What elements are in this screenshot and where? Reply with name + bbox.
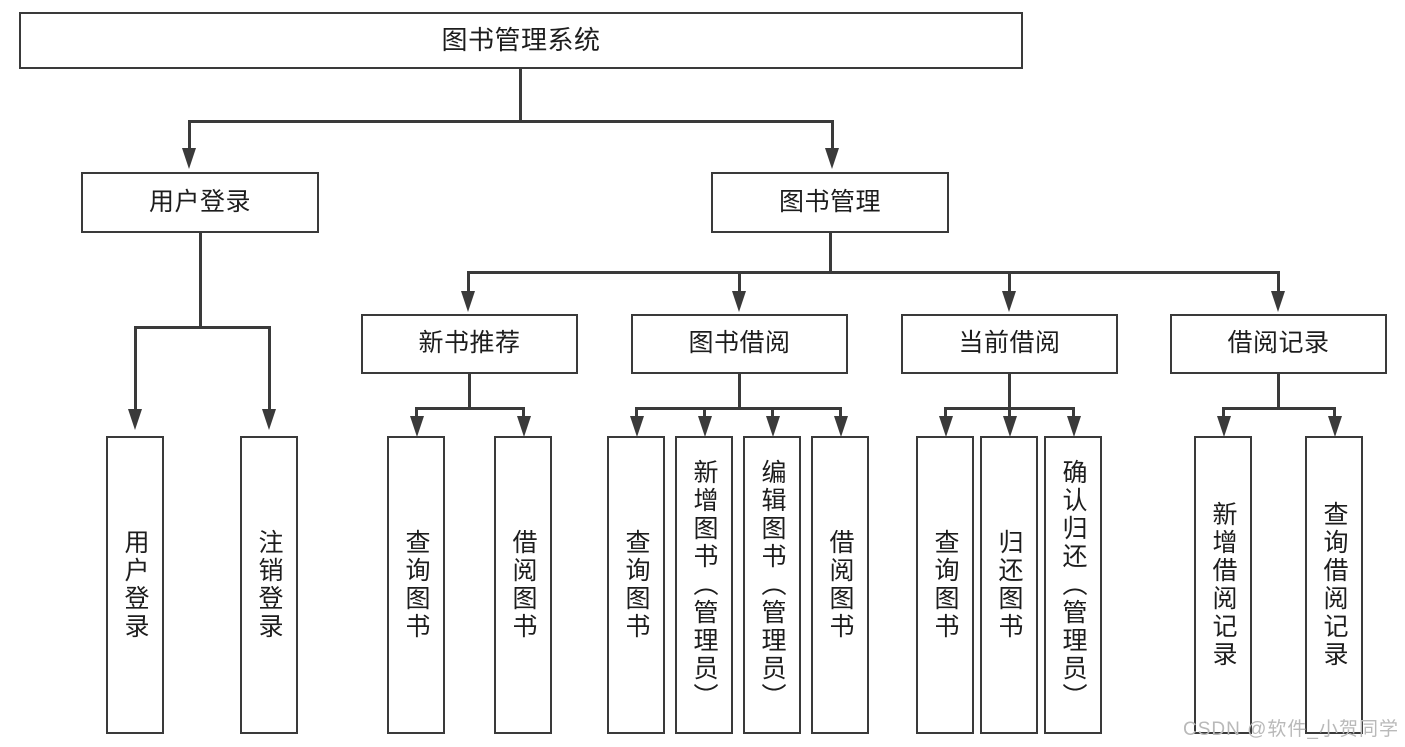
- leaf-records-add-label: 新增借阅记录: [1209, 501, 1237, 669]
- node-user-login[interactable]: 用户登录: [81, 172, 319, 233]
- node-new-book-recommend[interactable]: 新书推荐: [361, 314, 578, 374]
- leaf-borrow-edit-book-label: 编辑图书（管理员）: [758, 459, 786, 711]
- arrowhead-book-borrow-leaf-4: [834, 416, 848, 437]
- connector-book-mgmt-stem: [829, 233, 832, 273]
- leaf-current-return-book-label: 归还图书: [995, 529, 1023, 641]
- arrowhead-book-borrow-leaf-1: [630, 416, 644, 437]
- leaf-current-confirm-return-label: 确认归还（管理员）: [1059, 459, 1087, 711]
- connector-new-book-leg-2: [522, 407, 525, 421]
- arrowhead-book-borrow-leaf-3: [766, 416, 780, 437]
- node-root-label: 图书管理系统: [441, 25, 601, 56]
- connector-current-borrow-leg-1: [944, 407, 947, 421]
- connector-book-mgmt-bus: [467, 271, 1280, 274]
- arrowhead-to-leaf-user-login: [128, 409, 142, 430]
- connector-root-bus: [188, 120, 834, 123]
- leaf-records-add[interactable]: 新增借阅记录: [1194, 436, 1252, 734]
- arrowhead-to-book-borrow: [732, 291, 746, 312]
- node-root[interactable]: 图书管理系统: [19, 12, 1023, 69]
- arrowhead-to-new-book: [461, 291, 475, 312]
- connector-book-mgmt-leg-4: [1277, 271, 1280, 293]
- connector-borrow-records-bus: [1222, 407, 1336, 410]
- connector-user-login-bus: [134, 326, 271, 329]
- leaf-borrow-add-book-label: 新增图书（管理员）: [690, 459, 718, 711]
- connector-new-book-leg-1: [415, 407, 418, 421]
- connector-book-borrow-leg-4: [839, 407, 842, 421]
- connector-book-borrow-bus: [635, 407, 842, 410]
- leaf-current-return-book[interactable]: 归还图书: [980, 436, 1038, 734]
- arrowhead-borrow-records-leaf-2: [1328, 416, 1342, 437]
- leaf-current-query-book-label: 查询图书: [931, 529, 959, 641]
- connector-book-borrow-leg-2: [703, 407, 706, 421]
- connector-book-mgmt-leg-2: [738, 271, 741, 293]
- connector-current-borrow-leg-3: [1072, 407, 1075, 421]
- connector-root-stem: [519, 69, 522, 122]
- arrowhead-to-current-borrow: [1002, 291, 1016, 312]
- leaf-records-query[interactable]: 查询借阅记录: [1305, 436, 1363, 734]
- connector-root-leg-2: [831, 120, 834, 150]
- connector-borrow-records-leg-1: [1222, 407, 1225, 421]
- leaf-current-query-book[interactable]: 查询图书: [916, 436, 974, 734]
- leaf-logout-label: 注销登录: [255, 529, 283, 641]
- leaf-new-book-borrow-label: 借阅图书: [509, 529, 537, 641]
- connector-new-book-bus: [415, 407, 525, 410]
- arrowhead-book-borrow-leaf-2: [698, 416, 712, 437]
- arrowhead-current-borrow-leaf-1: [939, 416, 953, 437]
- connector-user-login-leg-1: [134, 326, 137, 411]
- leaf-user-login[interactable]: 用户登录: [106, 436, 164, 734]
- leaf-borrow-query-book[interactable]: 查询图书: [607, 436, 665, 734]
- connector-new-book-stem: [468, 374, 471, 410]
- connector-current-borrow-leg-2: [1008, 407, 1011, 421]
- connector-user-login-leg-2: [268, 326, 271, 411]
- connector-book-mgmt-leg-1: [467, 271, 470, 293]
- connector-book-borrow-leg-1: [635, 407, 638, 421]
- arrowhead-to-leaf-logout: [262, 409, 276, 430]
- leaf-logout[interactable]: 注销登录: [240, 436, 298, 734]
- leaf-borrow-query-book-label: 查询图书: [622, 529, 650, 641]
- leaf-borrow-add-book[interactable]: 新增图书（管理员）: [675, 436, 733, 734]
- node-book-management-label: 图书管理: [778, 187, 881, 216]
- arrowhead-to-borrow-records: [1271, 291, 1285, 312]
- arrowhead-current-borrow-leaf-3: [1067, 416, 1081, 437]
- node-new-book-recommend-label: 新书推荐: [418, 329, 521, 358]
- connector-book-borrow-leg-3: [771, 407, 774, 421]
- connector-book-borrow-stem: [738, 374, 741, 410]
- leaf-borrow-borrow-book[interactable]: 借阅图书: [811, 436, 869, 734]
- node-book-borrow-label: 图书借阅: [688, 329, 791, 358]
- watermark: CSDN @软件_小贺同学: [1183, 719, 1399, 740]
- leaf-new-book-query-label: 查询图书: [402, 529, 430, 641]
- leaf-current-confirm-return[interactable]: 确认归还（管理员）: [1044, 436, 1102, 734]
- leaf-new-book-borrow[interactable]: 借阅图书: [494, 436, 552, 734]
- node-book-management[interactable]: 图书管理: [711, 172, 949, 233]
- arrowhead-new-book-leaf-2: [517, 416, 531, 437]
- connector-current-borrow-stem: [1008, 374, 1011, 410]
- node-current-borrow[interactable]: 当前借阅: [901, 314, 1118, 374]
- arrowhead-borrow-records-leaf-1: [1217, 416, 1231, 437]
- connector-borrow-records-stem: [1277, 374, 1280, 410]
- node-user-login-label: 用户登录: [148, 187, 251, 216]
- leaf-records-query-label: 查询借阅记录: [1320, 501, 1348, 669]
- connector-book-mgmt-leg-3: [1008, 271, 1011, 293]
- arrowhead-to-book-mgmt: [825, 148, 839, 169]
- arrowhead-new-book-leaf-1: [410, 416, 424, 437]
- leaf-user-login-label: 用户登录: [121, 529, 149, 641]
- leaf-new-book-query[interactable]: 查询图书: [387, 436, 445, 734]
- leaf-borrow-borrow-book-label: 借阅图书: [826, 529, 854, 641]
- node-borrow-records[interactable]: 借阅记录: [1170, 314, 1387, 374]
- node-book-borrow[interactable]: 图书借阅: [631, 314, 848, 374]
- node-borrow-records-label: 借阅记录: [1227, 329, 1330, 358]
- connector-borrow-records-leg-2: [1333, 407, 1336, 421]
- arrowhead-current-borrow-leaf-2: [1003, 416, 1017, 437]
- leaf-borrow-edit-book[interactable]: 编辑图书（管理员）: [743, 436, 801, 734]
- arrowhead-to-user-login: [182, 148, 196, 169]
- connector-user-login-stem: [199, 233, 202, 328]
- node-current-borrow-label: 当前借阅: [958, 329, 1061, 358]
- connector-root-leg-1: [188, 120, 191, 150]
